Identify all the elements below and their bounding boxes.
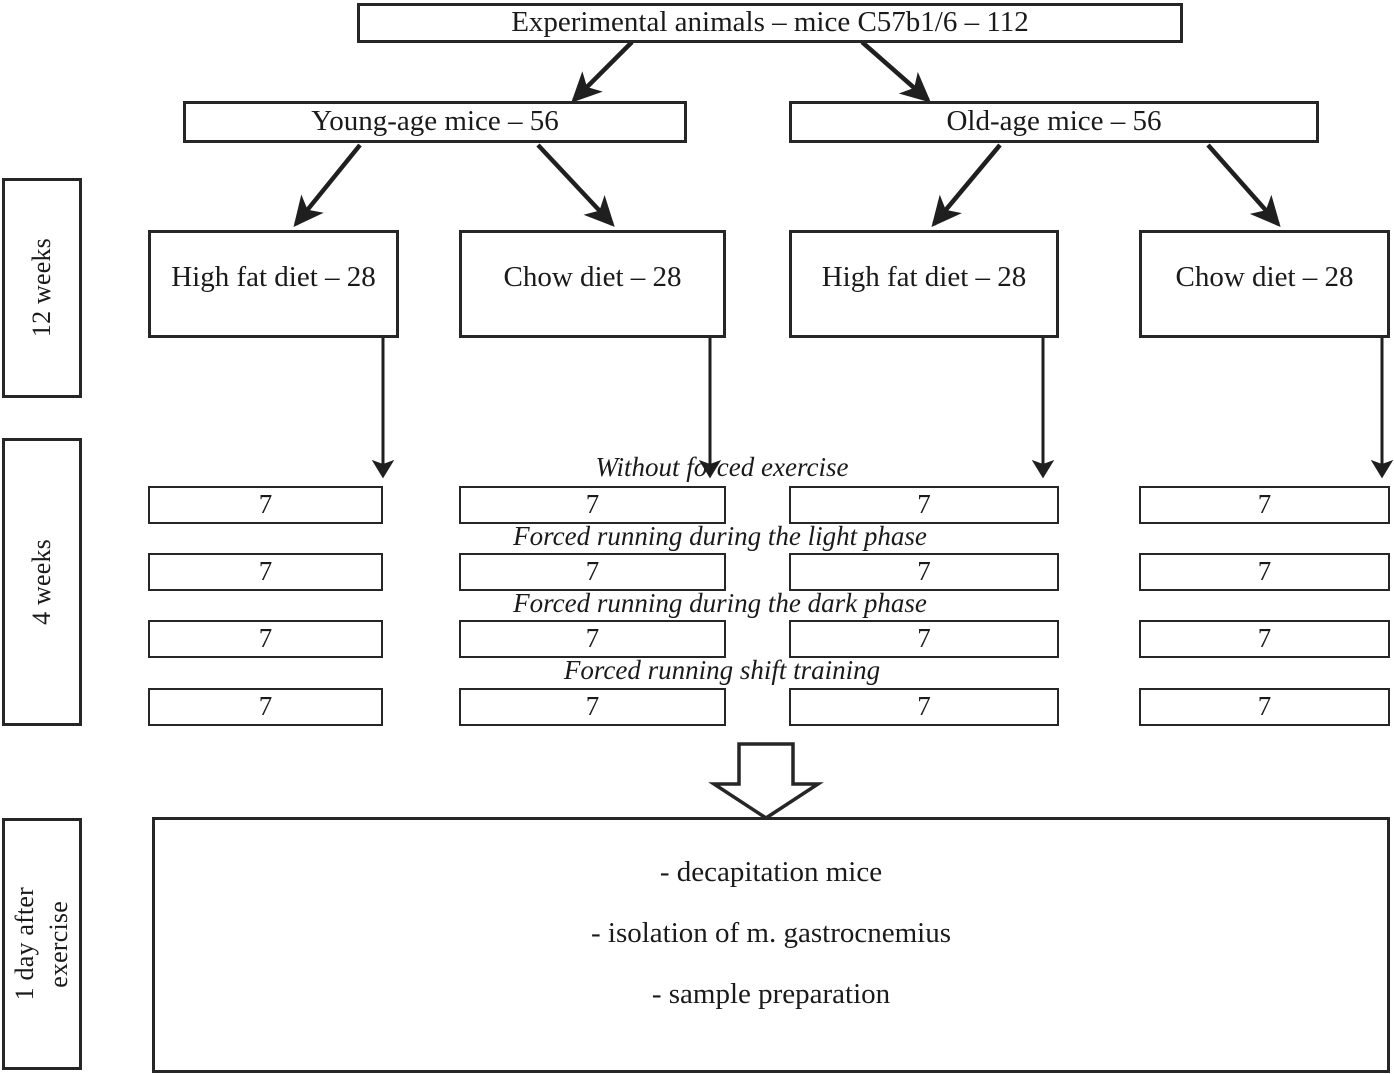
count-box-p1-c2: 7 [459, 486, 726, 524]
count-box-p2-c2: 7 [459, 553, 726, 591]
phase-label-text: Forced running during the light phase [513, 521, 927, 551]
group-box-old-age-label: Old-age mice – 56 [946, 105, 1162, 138]
count-box-p3-c4: 7 [1139, 620, 1390, 658]
count-value: 7 [917, 691, 931, 722]
period-label-4-weeks: 4 weeks [27, 539, 57, 625]
count-value: 7 [1257, 556, 1272, 587]
phase-label-without-forced-exercise: Without forced exercise [487, 452, 957, 483]
diet-box-old-chow: Chow diet – 28 [1139, 230, 1390, 338]
count-value: 7 [585, 556, 600, 587]
count-box-p1-c3: 7 [789, 486, 1059, 524]
diet-box-young-high-fat: High fat diet – 28 [148, 230, 399, 338]
outcome-line-decapitation: - decapitation mice [659, 856, 883, 888]
count-value: 7 [917, 489, 931, 520]
phase-label-forced-running-light-phase: Forced running during the light phase [440, 521, 1000, 552]
count-value: 7 [258, 556, 273, 587]
count-value: 7 [917, 556, 931, 587]
count-box-p2-c1: 7 [148, 553, 383, 591]
diet-box-young-chow-label: Chow diet – 28 [503, 261, 682, 293]
outcome-line-isolation: - isolation of m. gastrocnemius [590, 917, 952, 949]
phase-label-forced-running-shift-training: Forced running shift training [487, 655, 957, 686]
count-value: 7 [1257, 623, 1272, 654]
arrow-old-to-chow [1206, 143, 1281, 227]
period-box-1-day-after-exercise: 1 day after exercise [2, 818, 82, 1070]
count-value: 7 [258, 691, 273, 722]
group-box-young-age-label: Young-age mice – 56 [311, 105, 559, 138]
period-label-1-day-after-line1: 1 day after [10, 887, 40, 1001]
count-box-p3-c2: 7 [459, 620, 726, 658]
count-box-p1-c4: 7 [1139, 486, 1390, 524]
count-box-p1-c1: 7 [148, 486, 383, 524]
count-box-p4-c4: 7 [1139, 688, 1390, 726]
count-box-p4-c1: 7 [148, 688, 383, 726]
phase-label-text: Forced running during the dark phase [513, 588, 927, 618]
phase-label-text: Without forced exercise [595, 452, 849, 482]
diet-box-old-high-fat-label: High fat diet – 28 [821, 261, 1027, 293]
arrow-old-to-highfat [931, 143, 1002, 228]
count-value: 7 [585, 489, 600, 520]
period-box-12-weeks: 12 weeks [2, 178, 82, 398]
group-box-young-age-mice: Young-age mice – 56 [183, 101, 687, 143]
count-value: 7 [1257, 691, 1272, 722]
period-label-1-day-after-line2: exercise [44, 900, 73, 988]
block-arrow-down-icon [708, 742, 824, 821]
title-box-experimental-animals: Experimental animals – mice C57b1/6 – 11… [357, 3, 1183, 43]
diet-box-old-high-fat: High fat diet – 28 [789, 230, 1059, 338]
title-box-label: Experimental animals – mice C57b1/6 – 11… [511, 6, 1029, 39]
outcome-box-post-exercise-procedures: - decapitation mice - isolation of m. ga… [152, 817, 1390, 1073]
diet-box-young-high-fat-label: High fat diet – 28 [171, 261, 376, 293]
count-box-p2-c3: 7 [789, 553, 1059, 591]
count-box-p4-c2: 7 [459, 688, 726, 726]
period-box-4-weeks: 4 weeks [2, 438, 82, 726]
count-value: 7 [917, 623, 931, 654]
count-box-p4-c3: 7 [789, 688, 1059, 726]
count-box-p3-c1: 7 [148, 620, 383, 658]
count-box-p2-c4: 7 [1139, 553, 1390, 591]
count-box-p3-c3: 7 [789, 620, 1059, 658]
count-value: 7 [1257, 489, 1272, 520]
period-label-12-weeks: 12 weeks [27, 238, 57, 338]
count-value: 7 [258, 623, 273, 654]
group-box-old-age-mice: Old-age mice – 56 [789, 101, 1319, 143]
arrow-young-to-chow [536, 143, 615, 227]
count-value: 7 [585, 691, 600, 722]
count-value: 7 [258, 489, 273, 520]
diet-box-old-chow-label: Chow diet – 28 [1175, 261, 1354, 293]
diet-box-young-chow: Chow diet – 28 [459, 230, 726, 338]
arrow-title-to-young [571, 40, 634, 103]
phase-label-text: Forced running shift training [563, 655, 881, 685]
arrow-young-to-highfat [293, 143, 362, 228]
count-value: 7 [585, 623, 600, 654]
arrow-title-to-old [860, 40, 931, 103]
outcome-line-sample-preparation: - sample preparation [651, 978, 891, 1010]
phase-label-forced-running-dark-phase: Forced running during the dark phase [440, 588, 1000, 619]
